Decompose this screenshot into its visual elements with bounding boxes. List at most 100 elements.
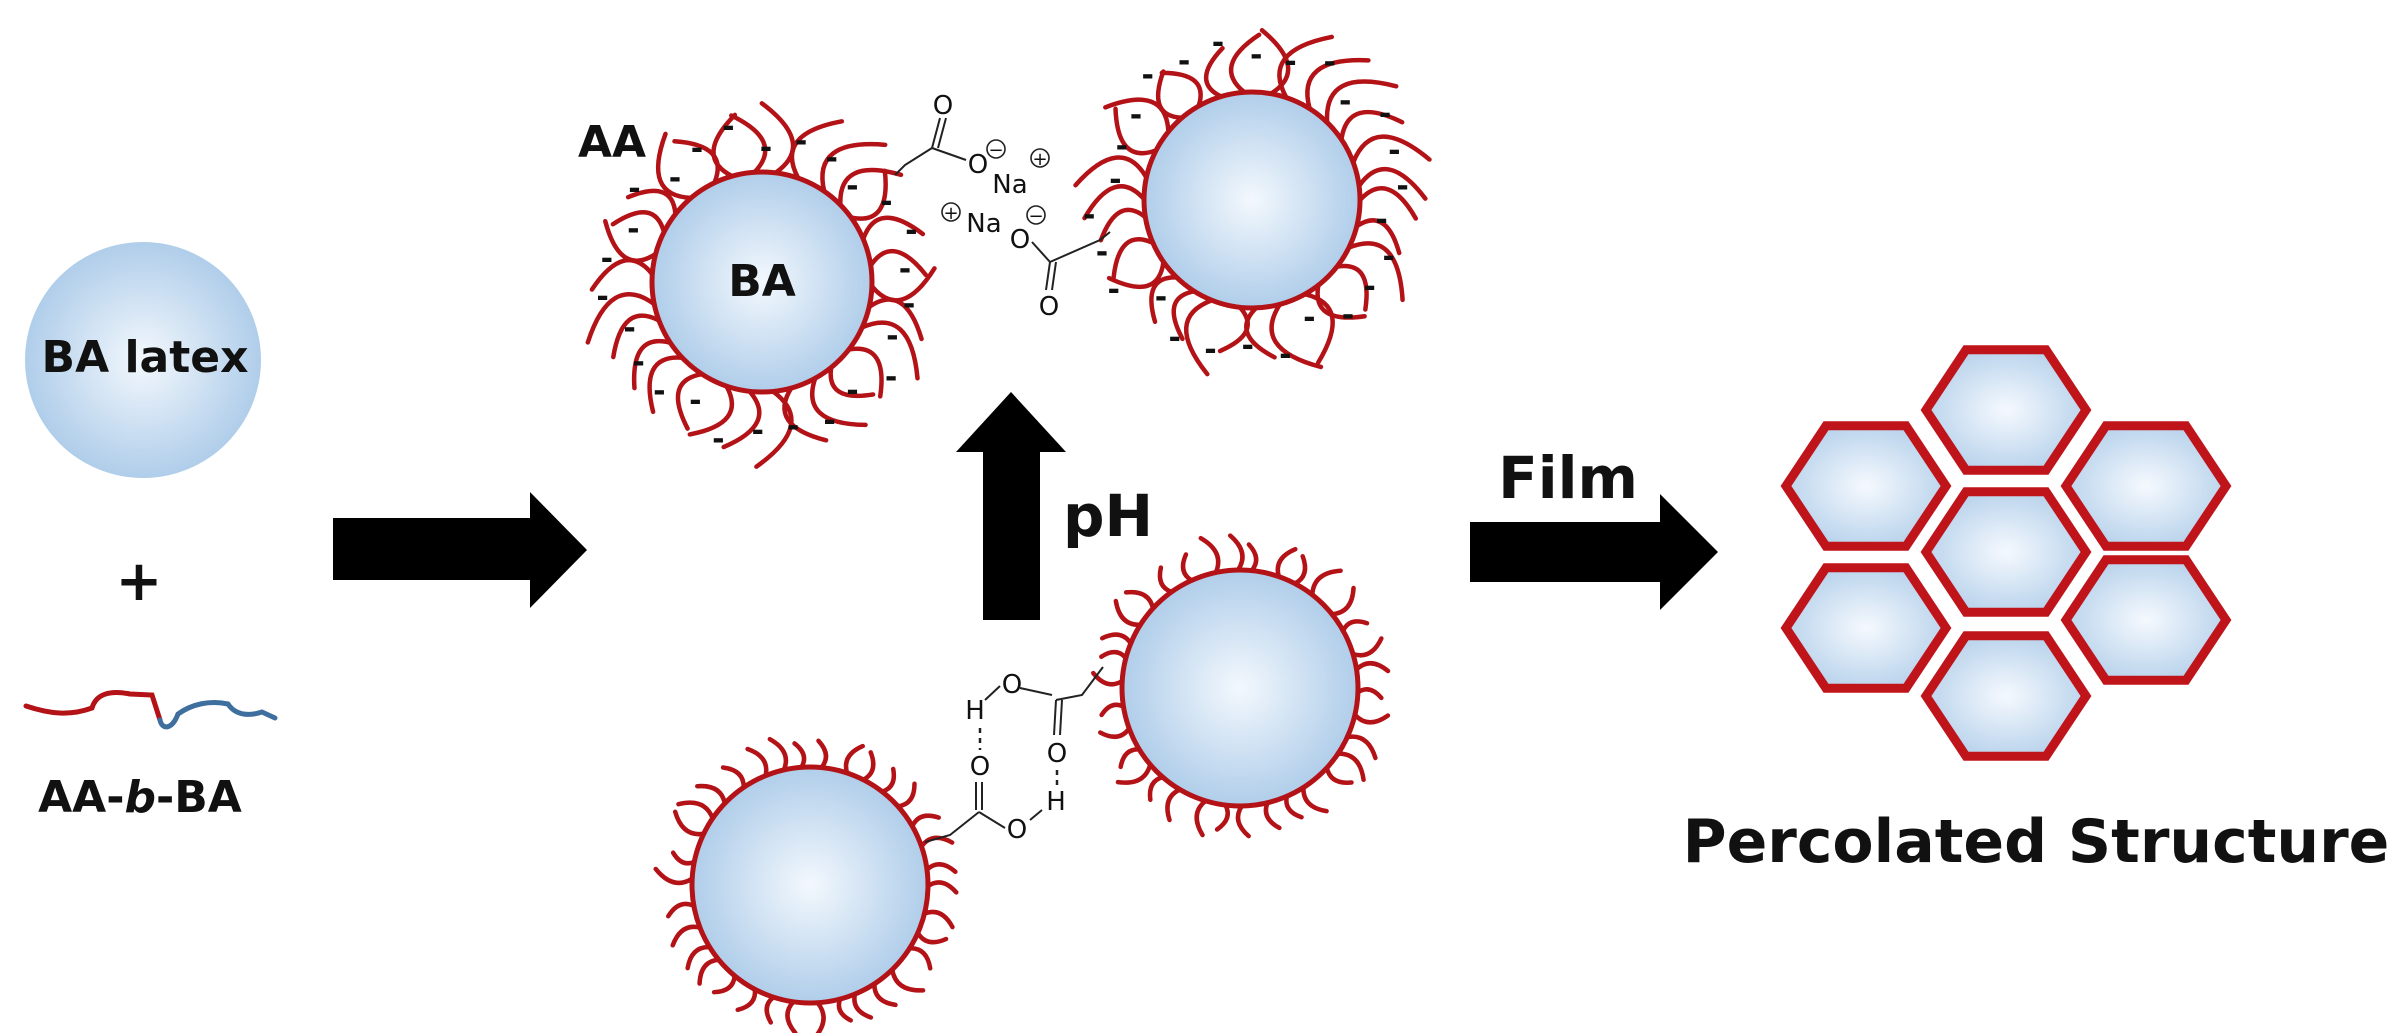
polymer-brush-chain: [1350, 134, 1432, 165]
ionized-particle-right: --------------------------: [1073, 25, 1432, 377]
negative-charge: -: [1096, 235, 1108, 270]
negative-charge: -: [903, 287, 915, 322]
polymer-brush-chain: [1345, 734, 1378, 761]
polymer-brush-chain: [1180, 552, 1194, 583]
negative-charge: -: [1339, 84, 1351, 119]
polymer-brush-chain: [764, 994, 776, 1025]
polymer-brush-chain: [1113, 106, 1159, 156]
negative-charge: -: [1204, 333, 1216, 368]
hexagon-cell: [2060, 555, 2232, 685]
polymer-brush-chain: [745, 746, 769, 778]
polymer-brush-chain: [1098, 726, 1132, 739]
negative-charge: -: [1212, 25, 1224, 60]
polymer-brush-chain: [711, 973, 737, 995]
negative-charge: -: [826, 141, 838, 176]
negative-charge: -: [653, 374, 665, 409]
polymer-brush-chain: [685, 944, 712, 971]
negative-charge: -: [1375, 203, 1387, 238]
carboxylic-acid-dimer: O O H O O H: [924, 666, 1104, 845]
polymer-brush-chain: [697, 957, 721, 986]
negative-charge: -: [691, 132, 703, 167]
polymer-brush-chain: [1346, 241, 1405, 303]
negative-charge: -: [596, 280, 608, 315]
polymer-brush-chain: [1183, 298, 1215, 377]
svg-text:H: H: [965, 696, 985, 726]
negative-charge: -: [669, 161, 681, 196]
polymer-brush-chain: [907, 946, 933, 971]
protonated-particle-left: [653, 736, 959, 1033]
polymer-brush-chain: [1340, 619, 1370, 633]
svg-text:O: O: [1007, 815, 1027, 845]
ph-arrow: [956, 392, 1066, 620]
negative-charge: -: [823, 404, 835, 439]
svg-text:+: +: [943, 203, 958, 224]
polymer-brush-chain: [1157, 565, 1174, 595]
polymer-brush-chain: [879, 766, 897, 794]
negative-charge: -: [886, 319, 898, 354]
polymer-brush-chain: [816, 738, 829, 770]
polymer-brush-chain: [625, 188, 678, 217]
hexagon-cell: [1780, 563, 1952, 693]
polymer-brush-chain: [1118, 747, 1142, 770]
negative-charge: -: [1279, 338, 1291, 373]
svg-text:O: O: [970, 752, 990, 782]
polymer-brush-chain: [868, 248, 929, 278]
polymer-brush-chain: [767, 736, 789, 773]
plus-sign: +: [116, 549, 163, 614]
polymer-brush-chain: [759, 101, 796, 176]
film-arrow: [1470, 494, 1718, 610]
negative-charge: -: [1116, 129, 1128, 164]
film-label: Film: [1498, 444, 1638, 512]
mixing-arrow: [333, 492, 587, 608]
polymer-brush-chain: [1073, 155, 1149, 188]
hexagon-cell: [1920, 345, 2092, 475]
polymer-brush-chain: [1198, 535, 1221, 575]
polymer-brush-chain: [1259, 28, 1291, 96]
polymer-brush-chain: [820, 141, 888, 194]
negative-charge: -: [623, 311, 635, 346]
svg-text:H: H: [1046, 787, 1066, 817]
ba-latex-label: BA latex: [42, 332, 249, 383]
carboxylate-sodium-pair: O O − + Na + Na − O O: [894, 91, 1111, 322]
polymer-brush-chain: [1227, 533, 1245, 573]
negative-charge: -: [846, 373, 858, 408]
ba-core-label: BA: [728, 256, 796, 307]
polymer-brush-chain: [1147, 774, 1166, 802]
polymer-brush-chain: [859, 320, 920, 381]
polymer-brush-chain: [1246, 542, 1259, 573]
polymer-brush-chain: [1356, 166, 1428, 201]
polymer-brush-chain: [785, 999, 798, 1033]
svg-text:O: O: [933, 91, 953, 121]
polymer-brush-chain: [1228, 32, 1262, 95]
polymer-brush-chain: [860, 215, 926, 242]
polymer-brush-chain: [1334, 263, 1369, 312]
polymer-brush-chain: [1354, 661, 1391, 674]
negative-charge: -: [885, 360, 897, 395]
polymer-brush-chain: [924, 862, 958, 874]
polymer-brush-chain: [1106, 259, 1166, 290]
negative-charge: -: [1130, 98, 1142, 133]
negative-charge: -: [1107, 273, 1119, 308]
polymer-brush-chain: [687, 383, 735, 437]
polymer-brush-chain: [925, 880, 959, 895]
negative-charge: -: [751, 414, 763, 449]
polymer-brush-chain: [1302, 291, 1335, 365]
negative-charge: -: [787, 409, 799, 444]
polymer-brush-chain: [1159, 70, 1203, 109]
polymer-brush-chain: [676, 800, 715, 821]
polymer-brush-chain: [1357, 186, 1419, 221]
negative-charge: -: [1363, 269, 1375, 304]
polymer-brush-chain: [915, 930, 949, 945]
polymer-brush-chain: [828, 365, 876, 399]
polymer-brush-chain: [866, 297, 924, 342]
polymer-brush-chain: [1284, 794, 1304, 820]
polymer-brush-chain: [1355, 687, 1384, 701]
surface-charges: --------------------------: [596, 109, 917, 457]
negative-charge: -: [627, 212, 639, 247]
ba-block-chain: [157, 699, 278, 730]
negative-charge: -: [1242, 328, 1254, 363]
polymer-brush-chain: [1310, 568, 1343, 597]
negative-charge: -: [1178, 44, 1190, 79]
polymer-brush-chain: [1203, 45, 1225, 99]
surface-charges: --------------------------: [1083, 25, 1409, 372]
